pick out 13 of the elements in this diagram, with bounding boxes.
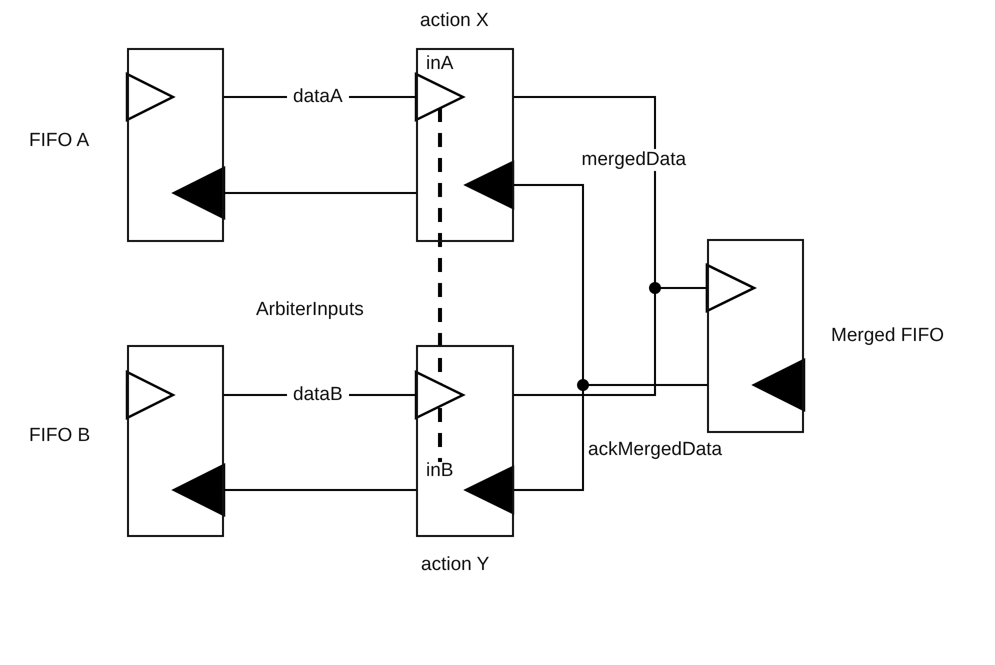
block-label: FIFO B bbox=[29, 425, 90, 447]
block-label: FIFO A bbox=[29, 130, 90, 152]
dashed-line bbox=[438, 108, 442, 462]
port-label: inB bbox=[426, 460, 454, 482]
block-label: action X bbox=[420, 10, 489, 32]
connector-line bbox=[223, 72, 464, 122]
block-label: Merged FIFO bbox=[831, 325, 944, 347]
edge-label: ackMergedData bbox=[587, 439, 724, 461]
connector-line bbox=[513, 264, 756, 396]
edge-label: ArbiterInputs bbox=[255, 299, 365, 321]
port-label: inA bbox=[426, 53, 454, 75]
connector-line bbox=[223, 370, 464, 420]
block-label: action Y bbox=[421, 554, 490, 576]
